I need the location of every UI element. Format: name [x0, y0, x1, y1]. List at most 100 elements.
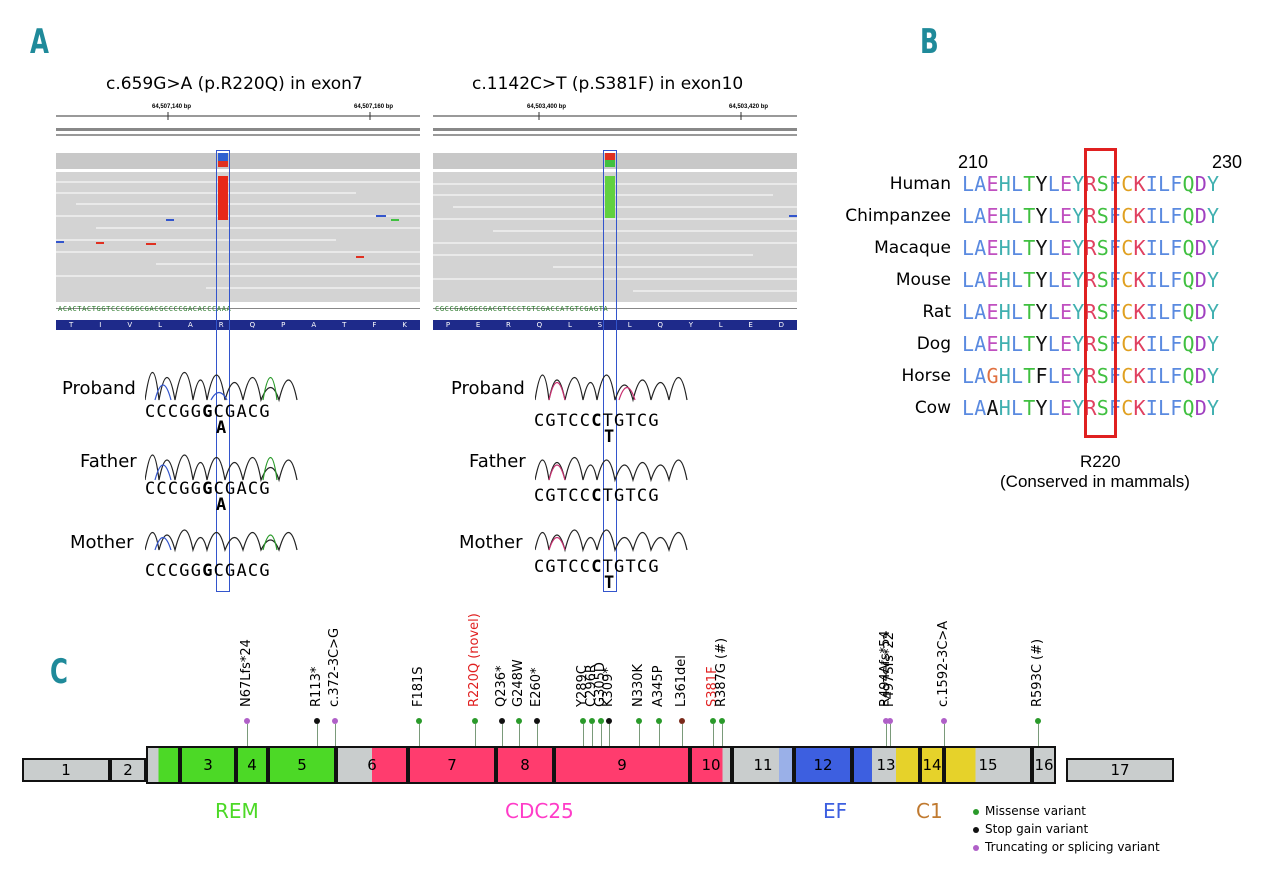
- residue: D: [1194, 268, 1207, 292]
- variant-pin: [1038, 724, 1039, 746]
- residue: L: [1158, 172, 1171, 196]
- residue: A: [974, 268, 987, 292]
- residue: Y: [1207, 236, 1220, 260]
- exon-9: 9: [554, 746, 690, 784]
- right-row-label-mother: Mother: [459, 532, 523, 553]
- residue: L: [1158, 300, 1171, 324]
- residue: K: [1133, 332, 1146, 356]
- residue: R: [1084, 364, 1097, 388]
- variant-dot: [887, 718, 893, 724]
- residue: C: [1121, 268, 1134, 292]
- exon-13: 13: [852, 746, 920, 784]
- residue: T: [1023, 268, 1036, 292]
- variant-pin: [592, 724, 593, 746]
- residue: I: [1145, 236, 1158, 260]
- variant-label: K309*: [601, 667, 616, 707]
- aa: L: [158, 321, 162, 329]
- variant-pin: [537, 724, 538, 746]
- seq-post: TGTCG: [602, 486, 660, 506]
- residue: S: [1096, 332, 1109, 356]
- variant-label: R220Q (novel): [467, 613, 482, 707]
- aa: A: [311, 321, 317, 329]
- aa: P: [445, 321, 451, 329]
- seq-pre: CGTCC: [534, 411, 592, 431]
- residue: Y: [1035, 204, 1048, 228]
- residue: L: [1047, 172, 1060, 196]
- right-father-sequence: CGTCCCTGTCG: [534, 486, 660, 506]
- right-mutation-title: c.1142C>T (p.S381F) in exon10: [472, 74, 744, 94]
- residue: Y: [1207, 300, 1220, 324]
- residue: F: [1170, 204, 1183, 228]
- exon-6: 6: [336, 746, 408, 784]
- residue: L: [962, 396, 975, 420]
- species-name: Horse: [901, 366, 952, 386]
- legend-missense-dot: [973, 809, 979, 815]
- residue: I: [1145, 396, 1158, 420]
- residue: F: [1170, 396, 1183, 420]
- residue: E: [1060, 332, 1073, 356]
- aa: D: [778, 321, 784, 329]
- residue: L: [1047, 364, 1060, 388]
- species-sequence: LAEHLTYLEYRSFCKILFQDY: [962, 268, 1219, 292]
- species-name: Human: [889, 174, 951, 194]
- exon-11: 11: [732, 746, 794, 784]
- seq-post: CGACG: [213, 402, 271, 422]
- residue: A: [974, 172, 987, 196]
- residue: E: [1060, 268, 1073, 292]
- residue: L: [962, 364, 975, 388]
- residue: L: [1011, 364, 1024, 388]
- residue: T: [1023, 204, 1036, 228]
- exon-17: 17: [1066, 758, 1174, 782]
- variant-label: A345P: [651, 665, 666, 707]
- residue: T: [1023, 396, 1036, 420]
- aa: Q: [249, 321, 256, 329]
- residue: K: [1133, 364, 1146, 388]
- variant-dot: [580, 718, 586, 724]
- variant-label: N67Lfs*24: [239, 639, 254, 707]
- residue: Y: [1207, 204, 1220, 228]
- residue: Q: [1182, 204, 1195, 228]
- variant-label: G248W: [511, 659, 526, 707]
- seq-var: G: [202, 479, 214, 499]
- seq-post: CGACG: [213, 479, 271, 499]
- residue: D: [1194, 332, 1207, 356]
- aa: Q: [657, 321, 663, 329]
- residue: D: [1194, 172, 1207, 196]
- aa: L: [567, 321, 572, 329]
- residue: R: [1084, 268, 1097, 292]
- residue: K: [1133, 172, 1146, 196]
- variant-dot: [499, 718, 505, 724]
- residue: S: [1096, 364, 1109, 388]
- variant-pin: [886, 724, 887, 746]
- left-reference-sequence: ACACTACTGGTCCCGGGCGACGCCCCGACACCCAAA: [58, 305, 232, 313]
- residue: C: [1121, 332, 1134, 356]
- residue: T: [1023, 364, 1036, 388]
- left-mother-sequence: CCCGGGCGACG: [145, 561, 271, 581]
- variant-pin: [659, 724, 660, 746]
- variant-label: E260*: [529, 667, 544, 707]
- residue: L: [1047, 300, 1060, 324]
- residue: F: [1170, 268, 1183, 292]
- variant-dot: [589, 718, 595, 724]
- residue: A: [974, 236, 987, 260]
- residue: Q: [1182, 332, 1195, 356]
- residue: D: [1194, 300, 1207, 324]
- residue: L: [1158, 268, 1171, 292]
- residue: Y: [1207, 364, 1220, 388]
- right-mother-sequence: CGTCCCTGTCG: [534, 557, 660, 577]
- residue: Y: [1035, 268, 1048, 292]
- residue: Q: [1182, 364, 1195, 388]
- residue: I: [1145, 268, 1158, 292]
- species-name: Mouse: [895, 270, 951, 290]
- residue: D: [1194, 364, 1207, 388]
- variant-pin: [475, 724, 476, 746]
- species-name: Chimpanzee: [845, 206, 951, 226]
- residue: H: [998, 236, 1011, 260]
- residue: D: [1194, 396, 1207, 420]
- variant-pin: [419, 724, 420, 746]
- residue: L: [1011, 236, 1024, 260]
- residue: Q: [1182, 300, 1195, 324]
- seq-pre: CCCGG: [145, 479, 203, 499]
- residue: E: [1060, 236, 1073, 260]
- residue: T: [1023, 172, 1036, 196]
